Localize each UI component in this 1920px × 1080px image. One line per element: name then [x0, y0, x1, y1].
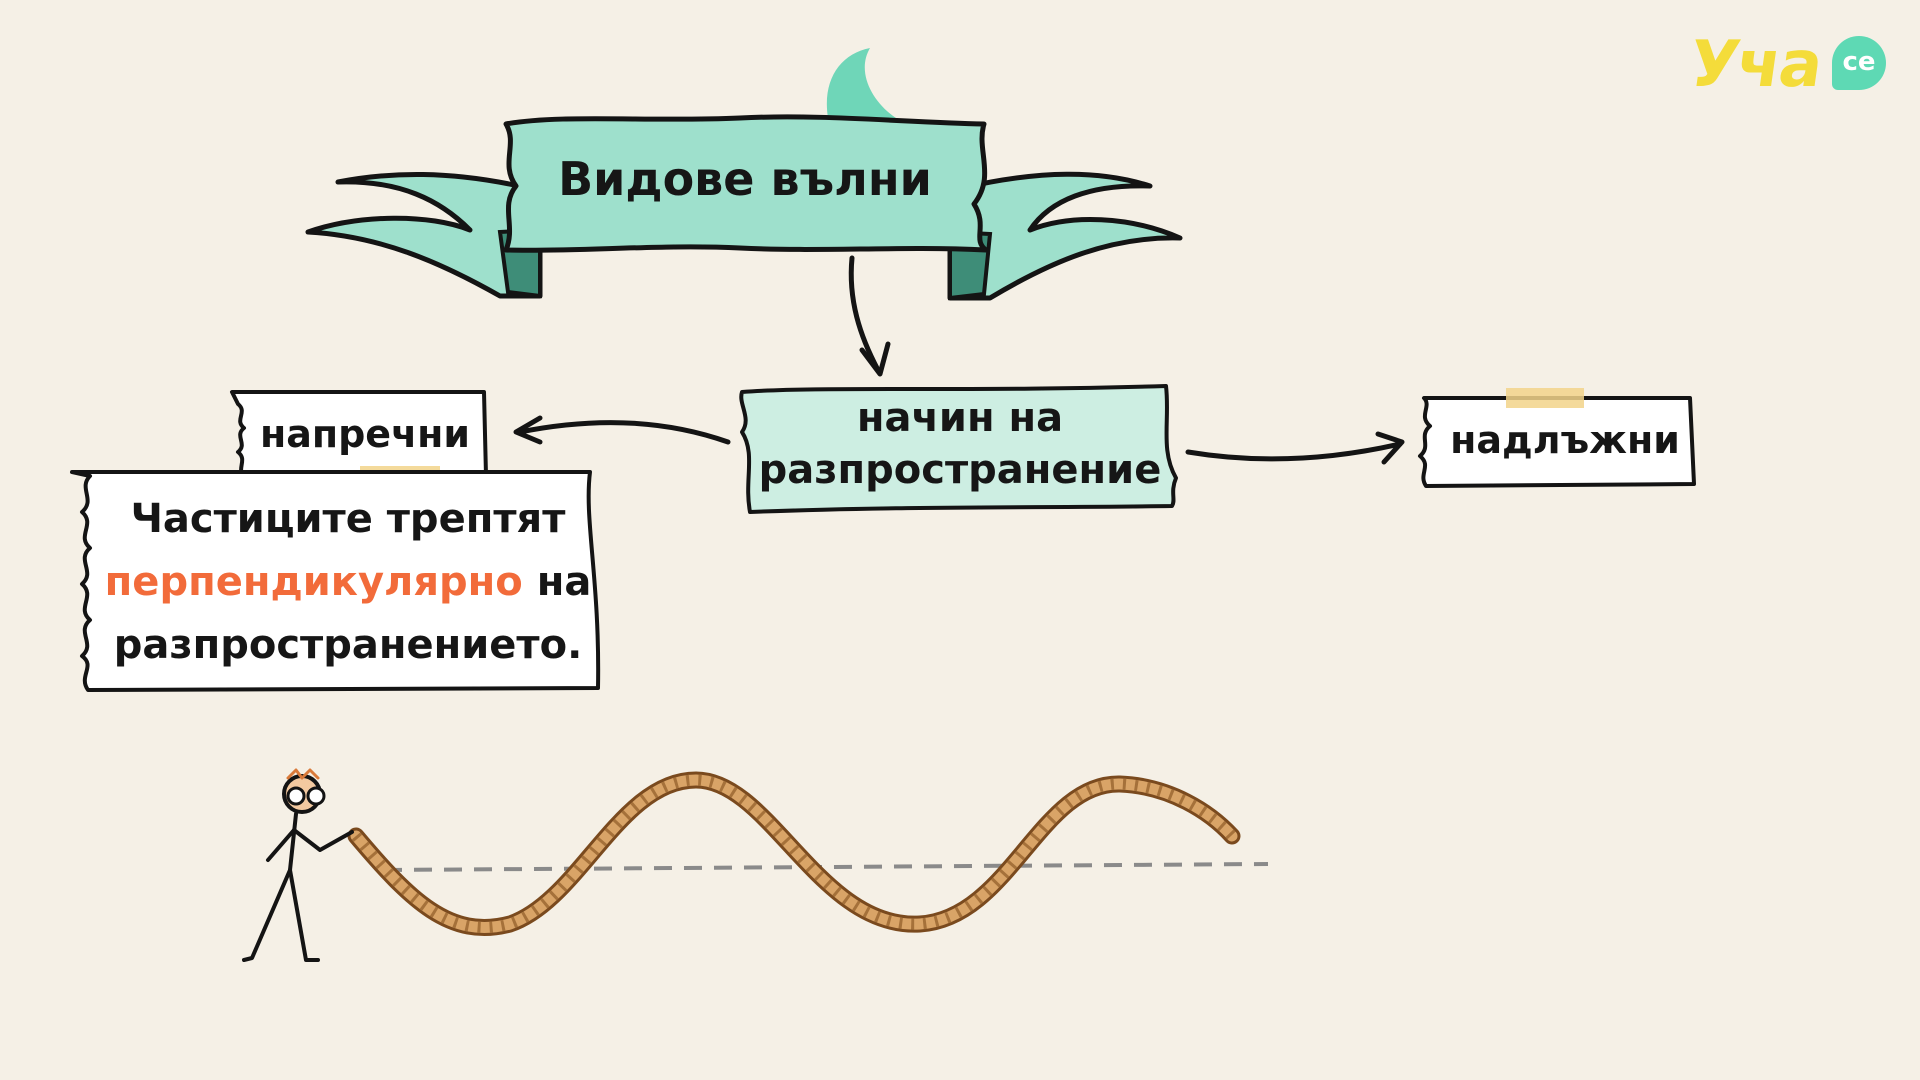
- banner-left-tails: [305, 171, 543, 299]
- title-banner: [503, 114, 989, 253]
- logo-wordmark: Уча: [1684, 28, 1826, 102]
- longitudinal-label: надлъжни: [1450, 418, 1680, 462]
- description-line-1: Частиците трептят: [130, 496, 566, 542]
- method-line-2: разпространение: [758, 447, 1162, 493]
- logo-badge: се: [1832, 36, 1886, 90]
- equilibrium-line: [383, 862, 1269, 872]
- description-line-2: перпендикулярно на: [88, 551, 608, 614]
- fin-decoration: [826, 48, 896, 118]
- longitudinal-note: [1418, 388, 1696, 488]
- method-label: начин на разпространение: [740, 392, 1180, 496]
- transverse-label: напречни: [259, 412, 471, 456]
- title-label: Видове вълни: [558, 152, 932, 206]
- description-note: [70, 470, 601, 692]
- description-line-2-rest: на: [522, 559, 592, 605]
- brand-logo: Уча се: [1685, 28, 1890, 108]
- stick-figure: [242, 768, 354, 962]
- method-line-1: начин на: [856, 395, 1064, 441]
- method-box: [739, 384, 1178, 514]
- arrow-left: [517, 420, 731, 445]
- description-highlight: перпендикулярно: [104, 559, 523, 605]
- logo-badge-text: се: [1842, 47, 1876, 77]
- banner-right-tails: [947, 171, 1183, 301]
- description-text: Частиците трептят перпендикулярно на раз…: [88, 488, 608, 677]
- arrow-right: [1185, 441, 1403, 462]
- description-line-3: разпространението.: [113, 622, 583, 668]
- arrow-down: [848, 255, 881, 373]
